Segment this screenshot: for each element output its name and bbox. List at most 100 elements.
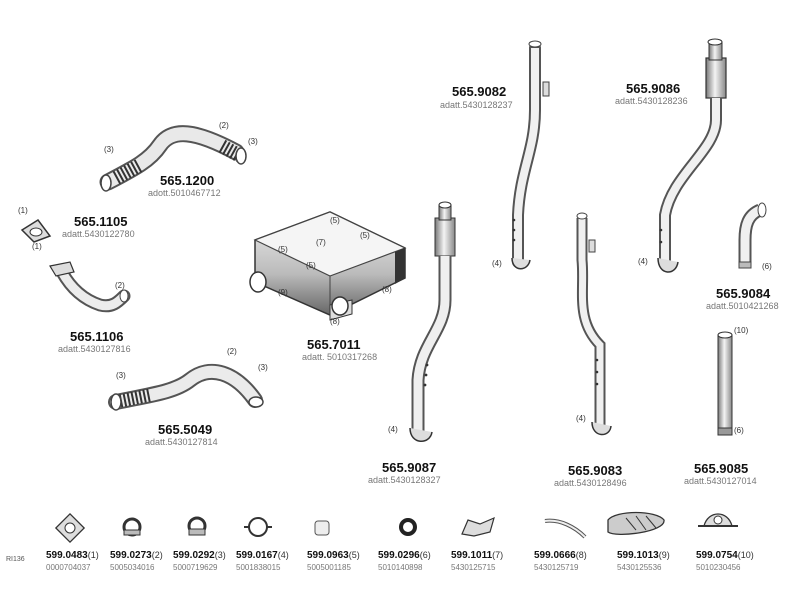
part-code: 565.1106 — [70, 329, 124, 344]
part-code: 565.1200 — [160, 173, 215, 188]
small-part-qty: (5) — [348, 550, 360, 560]
callout-label: (3) — [116, 371, 126, 380]
part-ref: adatt.5430127814 — [145, 437, 218, 447]
small-part-2: 599.0292(3) 5000719629 — [173, 546, 226, 572]
small-part-code: 599.1011 — [451, 550, 493, 561]
callout-label: (4) — [576, 414, 586, 423]
small-part-ref: 5010230456 — [696, 563, 741, 572]
small-part-6: 599.1011(7) 5430125715 — [451, 546, 503, 572]
callout-label: (2) — [115, 281, 125, 290]
callout-label: (5) — [306, 261, 316, 270]
small-part-qty: (3) — [214, 550, 226, 560]
small-part-code: 599.0296 — [378, 550, 420, 561]
pipe-565-9082 — [511, 40, 550, 270]
callout-label: (3) — [248, 137, 258, 146]
small-part-ref: 5430125536 — [617, 563, 662, 572]
small-part-9: 599.0754(10) 5010230456 — [696, 546, 754, 572]
part-ref: adatt.5430122780 — [62, 229, 135, 239]
small-part-code: 599.1013 — [617, 550, 659, 561]
small-part-ref: 0000704037 — [46, 563, 91, 572]
part-ref: adatt.5430128327 — [368, 475, 441, 485]
small-part-qty: (10) — [737, 550, 754, 560]
small-part-code: 599.0167 — [236, 550, 278, 561]
part-ref: adatt.5430127816 — [58, 344, 131, 354]
small-part-ref: 5005001185 — [307, 563, 351, 572]
small-part-code: 599.0273 — [110, 550, 152, 561]
callout-label: (8) — [330, 317, 340, 326]
small-part-icons — [54, 511, 738, 544]
callout-label: (4) — [388, 425, 398, 434]
part-code: 565.9083 — [568, 463, 623, 478]
part-ref: adatt.5430128237 — [440, 100, 513, 110]
part-code: 565.9082 — [452, 84, 507, 99]
callout-label: (10) — [734, 326, 749, 335]
small-part-code: 599.0292 — [173, 550, 215, 561]
part-code: 565.7011 — [307, 337, 361, 352]
small-part-qty: (4) — [277, 550, 289, 560]
small-part-qty: (2) — [151, 550, 163, 560]
part-ref: adatt.5010421268 — [706, 301, 779, 311]
small-part-5: 599.0296(6) 5010140898 — [378, 546, 431, 572]
small-part-code: 599.0963 — [307, 550, 349, 561]
pipe-565-5049 — [108, 363, 264, 411]
small-part-8: 599.1013(9) 5430125536 — [617, 546, 670, 572]
pipe-565-9085 — [717, 331, 733, 436]
pipe-565-9087 — [409, 201, 456, 442]
pipe-565-9084 — [738, 202, 767, 269]
part-ref: adatt. 5010317268 — [302, 352, 378, 362]
callout-label: (4) — [638, 257, 648, 266]
small-part-ref: 5005034016 — [110, 563, 155, 572]
callout-label: (1) — [32, 242, 42, 251]
callout-label: (2) — [227, 347, 237, 356]
small-part-code: 599.0754 — [696, 550, 738, 561]
part-code: 565.9086 — [626, 81, 681, 96]
small-part-ref: 5430125719 — [534, 563, 579, 572]
corner-label: RI136 — [6, 556, 25, 563]
small-part-qty: (7) — [492, 550, 504, 560]
small-part-0: 599.0483(1) 0000704037 — [46, 546, 99, 572]
callout-label: (7) — [316, 238, 326, 247]
small-part-qty: (1) — [87, 550, 99, 560]
callout-label: (5) — [360, 231, 370, 240]
small-part-1: 599.0273(2) 5005034016 — [110, 546, 163, 572]
small-part-7: 599.0666(8) 5430125719 — [534, 546, 587, 572]
small-part-qty: (8) — [575, 550, 587, 560]
callout-label: (9) — [278, 288, 288, 297]
part-ref: adatt.5430127014 — [684, 476, 757, 486]
callout-label: (5) — [330, 216, 340, 225]
part-ref: adatt.5430128236 — [615, 96, 688, 106]
part-code: 565.5049 — [158, 422, 213, 437]
callout-label: (1) — [18, 206, 28, 215]
part-ref: adatt.5430128496 — [554, 478, 627, 488]
callout-label: (4) — [492, 259, 502, 268]
small-part-ref: 5000719629 — [173, 563, 218, 572]
small-part-qty: (6) — [419, 550, 431, 560]
small-part-4: 599.0963(5) 5005001185 — [307, 546, 360, 572]
small-part-ref: 5010140898 — [378, 563, 423, 572]
pipe-565-9086 — [657, 38, 727, 273]
pipe-565-1200 — [99, 125, 247, 192]
callout-label: (2) — [219, 121, 229, 130]
callout-label: (3) — [104, 145, 114, 154]
pipe-565-9083 — [576, 212, 612, 436]
part-code: 565.9087 — [382, 460, 437, 475]
part-code: 565.1105 — [74, 214, 128, 229]
callout-label: (8) — [382, 285, 392, 294]
callout-label: (6) — [762, 262, 772, 271]
part-code: 565.9084 — [716, 286, 771, 301]
small-part-code: 599.0483 — [46, 550, 88, 561]
small-part-ref: 5430125715 — [451, 563, 496, 572]
part-code: 565.9085 — [694, 461, 749, 476]
flange-565-1105 — [20, 218, 52, 243]
small-part-qty: (9) — [658, 550, 670, 560]
small-part-3: 599.0167(4) 5001838015 — [236, 546, 289, 572]
small-part-code: 599.0666 — [534, 550, 576, 561]
part-ref: adott.5010467712 — [148, 188, 221, 198]
pipe-565-1106 — [49, 261, 131, 313]
callout-label: (6) — [734, 426, 744, 435]
silencer-565-7011 — [249, 211, 407, 321]
callout-label: (3) — [258, 363, 268, 372]
callout-label: (5) — [278, 245, 288, 254]
small-part-ref: 5001838015 — [236, 563, 281, 572]
